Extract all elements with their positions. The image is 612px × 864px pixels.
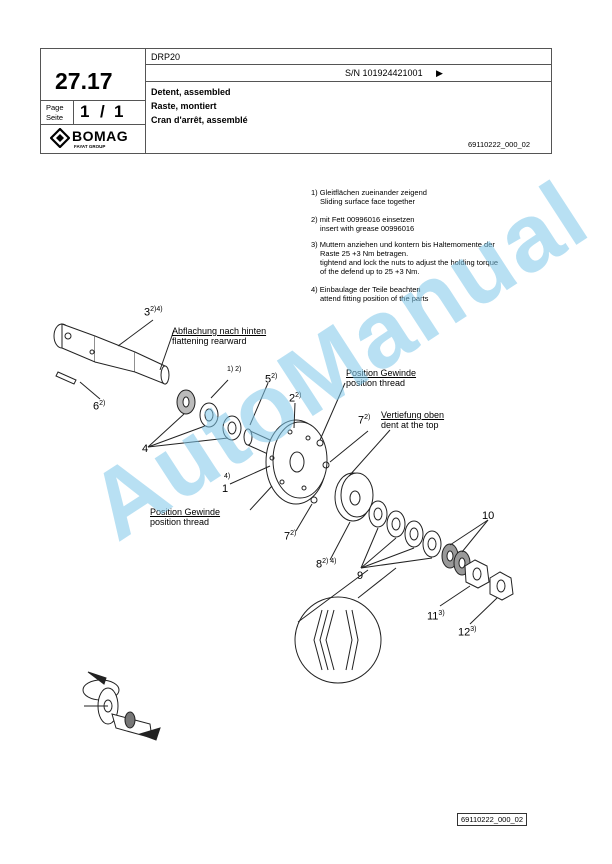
callout-11: 113) — [427, 610, 445, 623]
header-divider-h1 — [145, 64, 552, 65]
callout-10: 10 — [482, 510, 495, 522]
callout-7a-note: 2) — [364, 414, 371, 421]
title-en: Detent, assembled — [151, 87, 231, 97]
footer-drawing-code: 69110222_000_02 — [457, 813, 528, 826]
note-4-line-2: attend fitting position of the parts — [320, 294, 429, 303]
caption-pos-left-line-2: position thread — [150, 517, 210, 527]
note-2-num: 2) — [311, 215, 318, 224]
callout-5-note: 2) — [271, 373, 278, 380]
callout-6-num: 6 — [93, 400, 100, 413]
callout-1-note: 1) 2) — [227, 366, 241, 379]
note-1-num: 1) — [311, 188, 318, 197]
page-label-de: Page — [46, 103, 64, 112]
page-separator: / — [100, 102, 105, 121]
callout-7a-num: 7 — [358, 414, 365, 427]
model-name: DRP20 — [151, 52, 181, 62]
note-3-line-1: Muttern anziehen und kontern bis Haltemo… — [319, 240, 495, 249]
note-3: 3) Muttern anziehen und kontern bis Halt… — [311, 240, 498, 276]
callout-5: 52) — [265, 373, 277, 386]
callout-4b-note: 4) — [224, 473, 230, 486]
title-fr: Cran d'arrêt, assemblé — [151, 115, 248, 125]
callout-7b-note: 2) — [290, 530, 297, 537]
callout-5-num: 5 — [265, 373, 272, 386]
caption-pos-left-line-1: Position Gewinde — [150, 507, 221, 517]
note-2: 2) mit Fett 00996016 einsetzen insert wi… — [311, 215, 414, 233]
caption-flattening-line-1: Abflachung nach hinten — [172, 326, 267, 336]
callout-6: 62) — [93, 400, 105, 413]
note-3-line-4: of the defend up to 25 +3 Nm. — [320, 267, 420, 276]
header-table — [40, 48, 552, 154]
callout-11-note: 3) — [438, 610, 445, 617]
callout-2: 22) — [289, 392, 301, 405]
note-1-line-2: Sliding surface face together — [320, 197, 416, 206]
section-number: 27.17 — [55, 68, 113, 94]
title-de: Raste, montiert — [151, 101, 217, 111]
header-divider-v — [145, 48, 146, 154]
callout-2-num: 2 — [289, 392, 296, 405]
callout-12-note: 3) — [470, 626, 477, 633]
caption-position-thread-left: Position Gewinde position thread — [150, 507, 220, 527]
note-3-line-3: tightend and lock the nuts to adjust the… — [320, 258, 499, 267]
header-divider-h2 — [145, 81, 552, 82]
callout-7-top: 72) — [358, 414, 370, 427]
serial-number: S/N 101924421001 — [345, 68, 423, 78]
callout-4b-sup: 4) — [224, 473, 231, 480]
page-divider-v — [73, 100, 74, 124]
callout-3-num: 3 — [144, 306, 151, 319]
page-total: 1 — [114, 102, 124, 121]
bomag-diamond-logo-icon — [50, 128, 70, 148]
callout-8-note: 2) 4) — [322, 558, 337, 565]
callout-4: 4 — [142, 443, 149, 455]
callout-6-note: 2) — [99, 400, 106, 407]
note-1: 1) Gleitflächen zueinander zeigend Slidi… — [311, 188, 427, 206]
page-number: 1 — [80, 102, 90, 121]
callout-12-num: 12 — [458, 626, 471, 639]
caption-pos-top-line-2: position thread — [346, 378, 406, 388]
caption-dent-line-2: dent at the top — [381, 420, 439, 430]
caption-dent-top: Vertiefung oben dent at the top — [381, 410, 444, 430]
callout-8-num: 8 — [316, 558, 323, 571]
page-label-en: Seite — [46, 113, 64, 122]
header-divider-h3 — [40, 100, 145, 101]
note-4: 4) Einbaulage der Teile beachten attend … — [311, 285, 428, 303]
header-divider-h4 — [40, 124, 145, 125]
callout-1a-note: 1) 2) — [227, 366, 242, 373]
callout-3: 32)4) — [144, 306, 163, 319]
caption-flattening-line-2: flattening rearward — [172, 336, 247, 346]
callout-12: 123) — [458, 626, 476, 639]
caption-position-thread-top: Position Gewinde position thread — [346, 368, 416, 388]
note-2-line-2: insert with grease 00996016 — [320, 224, 415, 233]
callout-11-num: 11 — [427, 610, 439, 623]
note-1-line-1: Gleitflächen zueinander zeigend — [319, 188, 427, 197]
serial-arrow-icon: ▶ — [436, 68, 443, 78]
callout-9: 9 — [357, 570, 364, 582]
callout-7b-num: 7 — [284, 530, 291, 543]
note-3-num: 3) — [311, 240, 318, 249]
callout-2-note: 2) — [295, 392, 302, 399]
callout-7-bottom: 72) — [284, 530, 296, 543]
drawing-number: 69110222_000_02 — [468, 140, 531, 149]
brand-name: BOMAG — [72, 128, 129, 144]
note-4-num: 4) — [311, 285, 318, 294]
callout-3-note: 2)4) — [150, 306, 163, 313]
callout-8: 82) 4) — [316, 558, 337, 571]
caption-flattening: Abflachung nach hinten flattening rearwa… — [172, 326, 266, 346]
note-4-line-1: Einbaulage der Teile beachten — [319, 285, 421, 294]
caption-pos-top-line-1: Position Gewinde — [346, 368, 417, 378]
caption-dent-line-1: Vertiefung oben — [381, 410, 445, 420]
brand-sub: FAYAT GROUP — [74, 144, 106, 149]
note-3-line-2: Raste 25 +3 Nm betragen. — [320, 249, 409, 258]
note-2-line-1: mit Fett 00996016 einsetzen — [319, 215, 415, 224]
callout-1: 1 — [222, 483, 229, 495]
